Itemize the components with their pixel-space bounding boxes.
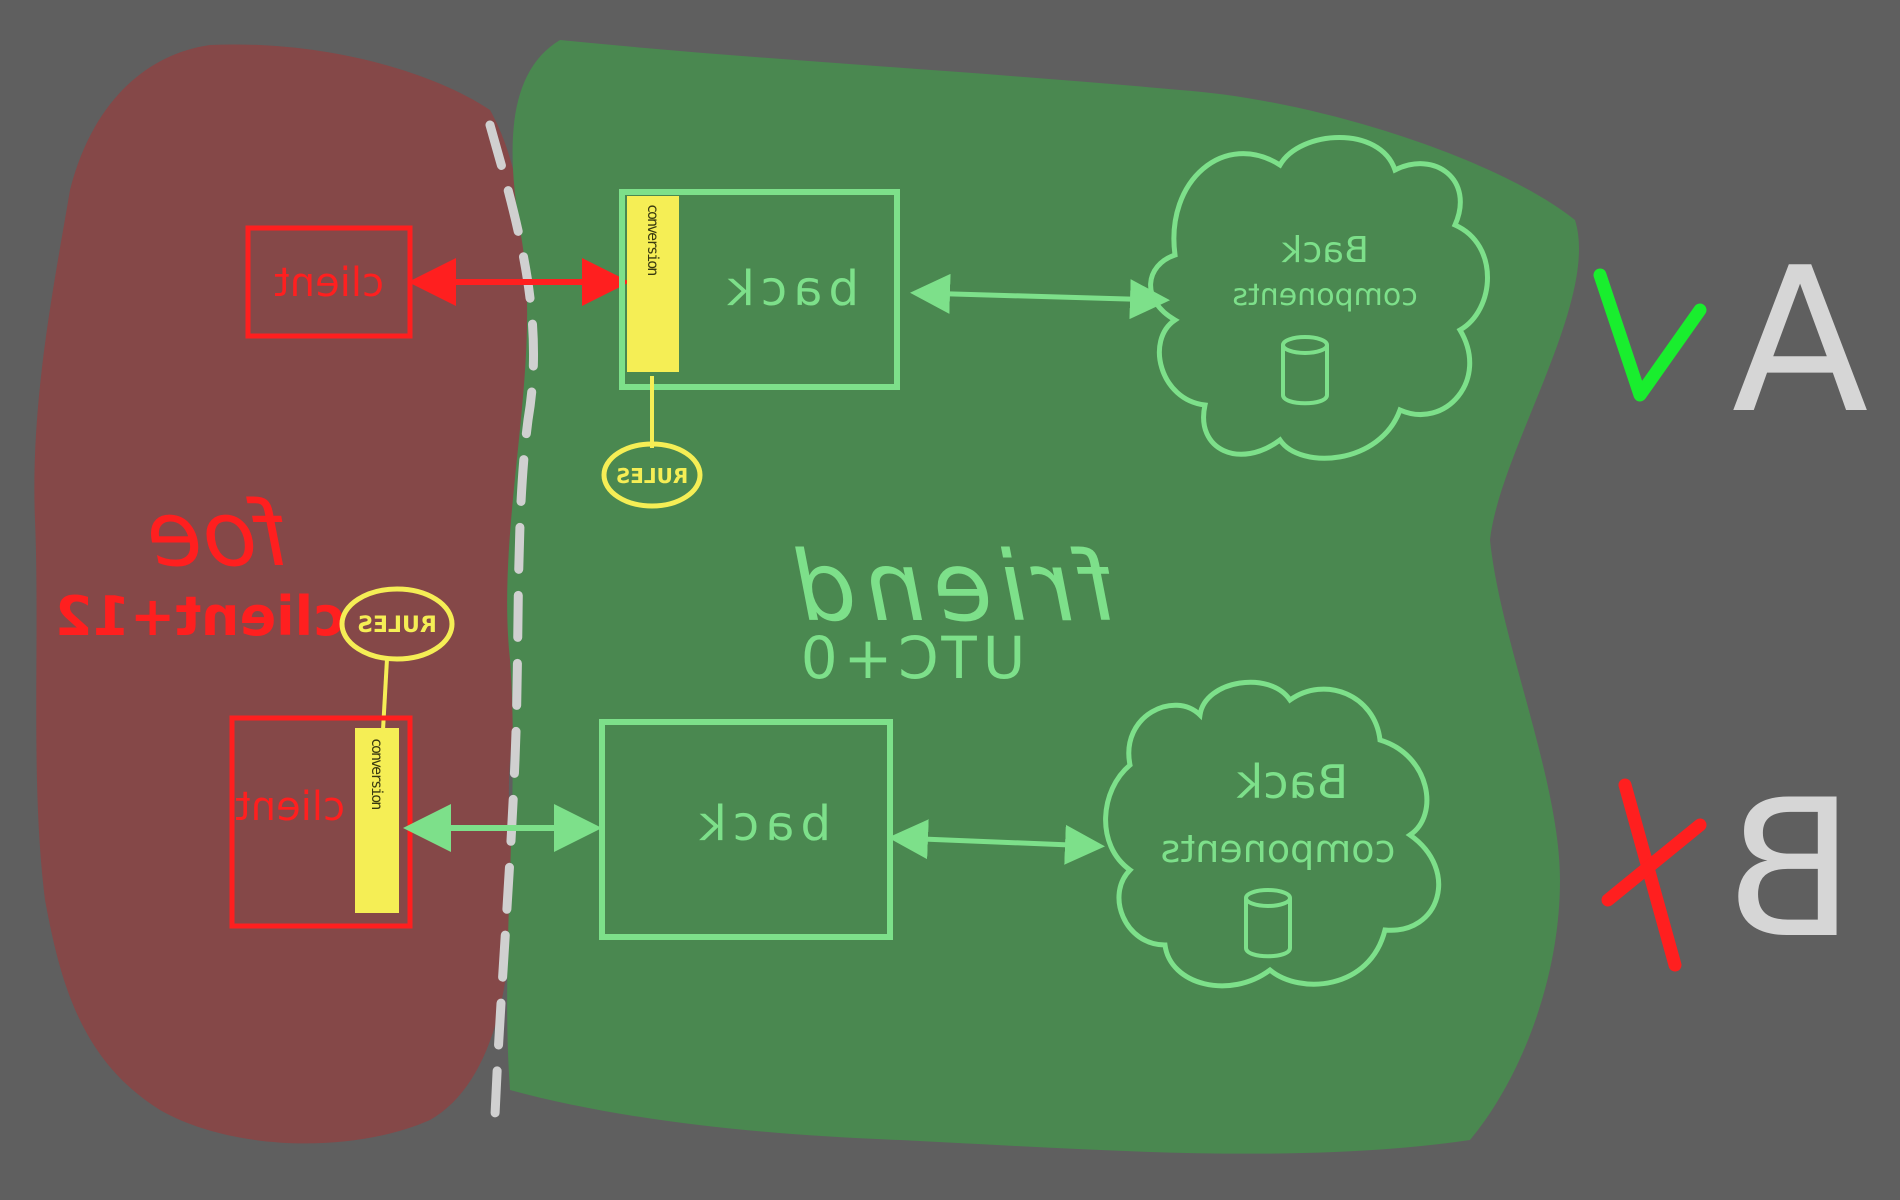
- database-icon: [1244, 888, 1292, 959]
- conversion-bar-a: [627, 196, 679, 372]
- foe-zone-label: foe: [147, 482, 289, 587]
- cross-icon: [1601, 778, 1707, 972]
- rules-label-b: RULES: [357, 613, 437, 638]
- conversion-label-b: conversion: [368, 738, 386, 809]
- foe-zone: [34, 44, 545, 1144]
- back-components-link-b: [888, 819, 1105, 865]
- rules-label-a: RULES: [616, 464, 688, 488]
- back-label-a: back: [721, 261, 859, 317]
- rules-bubble-b[interactable]: [339, 586, 455, 662]
- database-icon: [1281, 335, 1329, 406]
- checkmark-icon: [1593, 268, 1707, 402]
- client-label-a: client: [274, 260, 384, 306]
- friend-zone: [507, 40, 1579, 1154]
- conversion-label-a: conversion: [644, 204, 662, 275]
- back-components-cloud-a[interactable]: [1148, 135, 1490, 461]
- option-letter-a: A: [1732, 225, 1869, 458]
- conversion-bar-b: [355, 728, 399, 913]
- foe-timezone-label: client+12: [55, 585, 345, 648]
- friend-timezone-label: UTC+0: [795, 624, 1025, 692]
- client-label-b: client: [235, 784, 345, 830]
- back-label-b: back: [693, 796, 831, 852]
- back-components-sub-a: components: [1232, 278, 1417, 313]
- back-components-cloud-b[interactable]: [1103, 679, 1441, 989]
- option-letter-b: B: [1725, 759, 1855, 980]
- back-components-link-a: [910, 273, 1170, 320]
- option-b: RULES client conversion back Back compon…: [229, 586, 1855, 989]
- friend-zone-label: friend: [788, 531, 1117, 643]
- back-box-a[interactable]: [619, 189, 900, 390]
- option-a: client conversion back RULES Back compon…: [245, 135, 1869, 509]
- back-components-title-b: Back: [1236, 755, 1348, 809]
- back-components-sub-b: components: [1161, 827, 1396, 871]
- rules-bubble-a[interactable]: [601, 441, 703, 509]
- back-components-title-a: Back: [1281, 230, 1369, 271]
